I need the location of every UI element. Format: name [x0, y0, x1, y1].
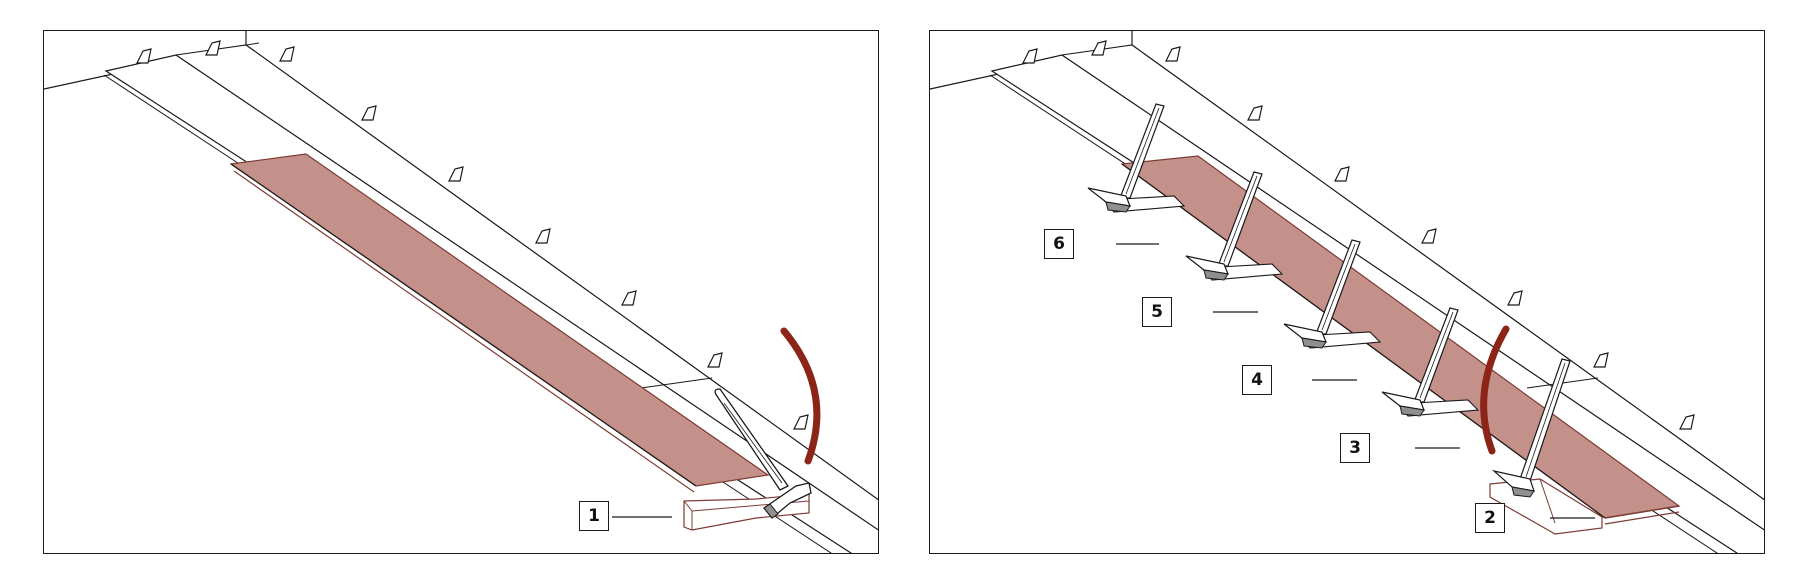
board-edge-line	[233, 170, 695, 493]
wall-spacer-icon	[793, 414, 809, 430]
hammer-icon	[1381, 307, 1480, 417]
wall-spacer-icon	[1593, 352, 1609, 368]
hammer-sequence	[1087, 103, 1603, 535]
wall-spacers	[136, 40, 809, 430]
wall-spacer-icon	[136, 48, 152, 64]
wall-spacer-icon	[1165, 46, 1181, 62]
wall-spacer-icon	[621, 290, 637, 306]
wall-spacer-icon	[1022, 48, 1038, 64]
board-edge-line	[1604, 511, 1680, 525]
new-board	[1120, 155, 1681, 519]
step-label-3: 3	[1340, 433, 1370, 463]
second-board-row	[174, 44, 878, 531]
swing-arc-icon	[780, 327, 821, 465]
wall-spacer-icon	[1421, 228, 1437, 244]
wall-spacer-icon	[1247, 105, 1263, 121]
board-edge-line	[1604, 505, 1680, 519]
wall-spacer-icon	[1091, 40, 1107, 56]
new-board	[229, 153, 770, 487]
wall-spacer-icon	[707, 352, 723, 368]
hammer-icon	[1491, 358, 1571, 498]
floor-illustration-left	[44, 31, 878, 553]
floor-illustration-right	[930, 31, 1764, 553]
wall-spacer-icon	[448, 166, 464, 182]
wall-spacer-icon	[1507, 290, 1523, 306]
panel-right-steps-2-6: 2 3 4 5 6	[929, 30, 1765, 554]
step-label-1: 1	[579, 501, 609, 531]
board-edge-line	[230, 163, 697, 487]
step-label-4: 4	[1242, 365, 1272, 395]
step-label-5: 5	[1142, 297, 1172, 327]
board-seam	[640, 377, 713, 389]
swing-arc-icon	[1480, 325, 1510, 455]
hammer-icon	[1185, 171, 1284, 281]
step-label-2: 2	[1475, 503, 1505, 533]
hammer-icon	[1283, 239, 1382, 349]
wall-spacers	[1022, 40, 1695, 430]
hammer-icon	[1087, 103, 1186, 213]
wall-spacer-icon	[1334, 166, 1350, 182]
wall-spacer-icon	[205, 40, 221, 56]
panel-left-step-1: 1	[43, 30, 879, 554]
wall-spacer-icon	[279, 46, 295, 62]
step-label-6: 6	[1044, 229, 1074, 259]
wall-spacer-icon	[1679, 414, 1695, 430]
wall-spacer-icon	[535, 228, 551, 244]
second-board-row	[1060, 44, 1764, 531]
hammer-icon	[714, 388, 812, 519]
wall-spacer-icon	[361, 105, 377, 121]
